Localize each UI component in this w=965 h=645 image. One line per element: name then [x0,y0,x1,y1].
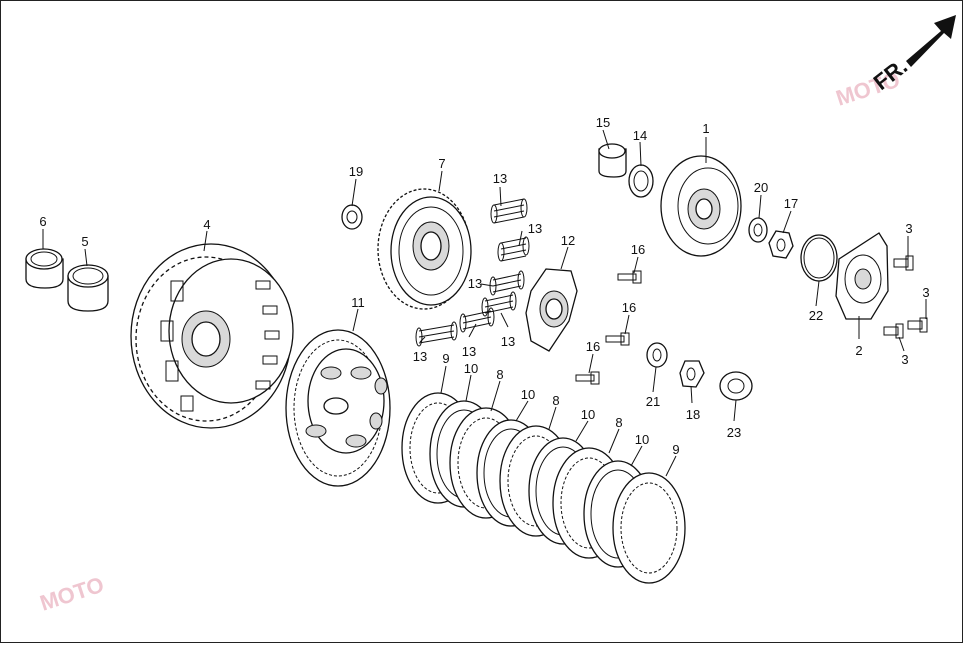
callout-leaders [42,129,927,477]
callout-10b: 10 [521,387,535,402]
part-17-retainer [768,230,794,259]
part-22-o-ring [800,234,838,282]
callout-9b: 9 [672,442,679,457]
callout-13c: 13 [468,276,482,291]
callout-13d: 13 [501,334,515,349]
part-4-clutch-housing [130,243,294,429]
callout-23: 23 [727,425,741,440]
callout-16c: 16 [586,339,600,354]
part-11-pressure-plate [285,329,391,487]
callout-9a: 9 [442,351,449,366]
part-7-clutch-center [377,188,472,310]
callout-8b: 8 [552,393,559,408]
callout-13b: 13 [528,221,542,236]
part-14-needle-bearing [628,164,654,198]
svg-text:MOTO: MOTO [37,572,107,616]
callout-11: 11 [351,295,365,310]
callout-22: 22 [809,308,823,323]
part-2-cover [835,232,889,320]
callout-7: 7 [438,156,445,171]
callout-13e: 13 [462,344,476,359]
callout-3b: 3 [922,285,929,300]
callout-16b: 16 [622,300,636,315]
callout-labels: 1 2 3 3 3 4 5 6 7 8 8 8 9 9 10 10 10 10 … [39,115,929,457]
part-1-starter-clutch [660,155,742,257]
part-19-washer [341,204,363,230]
callout-2: 2 [855,343,862,358]
callout-20: 20 [754,180,768,195]
callout-17: 17 [784,196,798,211]
callout-8a: 8 [496,367,503,382]
part-12-lifter-plate [525,268,578,352]
callout-21: 21 [646,394,660,409]
callout-10a: 10 [464,361,478,376]
callout-19: 19 [349,164,363,179]
callout-6: 6 [39,214,46,229]
callout-4: 4 [203,217,210,232]
callout-10c: 10 [581,407,595,422]
part-21-washer [646,342,668,368]
part-18-lifter [679,360,705,388]
part-15-collar [598,143,627,178]
part-16-bolts [575,270,642,385]
callout-14: 14 [633,128,647,143]
part-20-washer [748,217,768,243]
callout-10d: 10 [635,432,649,447]
callout-3a: 3 [905,221,912,236]
callout-12: 12 [561,233,575,248]
callout-1: 1 [702,121,709,136]
part-5-bushing [67,264,109,312]
callout-16a: 16 [631,242,645,257]
part-6-bushing [25,248,64,289]
part-3-bolts [883,255,928,339]
callout-15: 15 [596,115,610,130]
callout-13a: 13 [493,171,507,186]
callout-8c: 8 [615,415,622,430]
front-direction-arrow-icon [906,15,956,67]
callout-18: 18 [686,407,700,422]
part-23-bearing [719,371,753,401]
clutch-plate-stack [401,392,686,584]
watermark-bottom-left: MOTO [37,572,107,616]
callout-3c: 3 [901,352,908,367]
callout-13f: 13 [413,349,427,364]
callout-5: 5 [81,234,88,249]
